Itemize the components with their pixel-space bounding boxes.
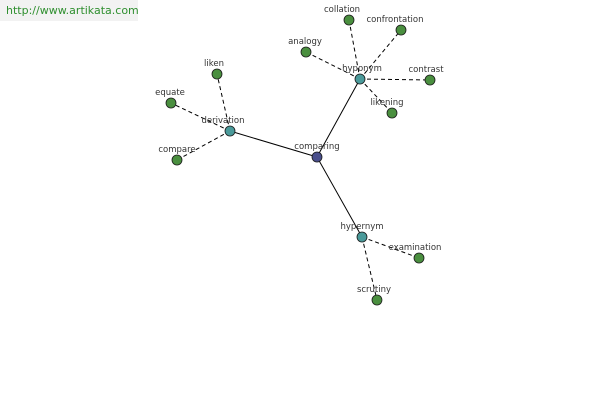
node-label-root[interactable]: comparing — [294, 142, 339, 152]
node-label-compare[interactable]: compare — [158, 145, 195, 155]
node-hypernym[interactable]: hypernym — [340, 222, 384, 243]
edge-hyponym-analogy — [305, 51, 361, 80]
edge-derivation-equate — [170, 102, 231, 132]
node-dot-confrontation[interactable] — [395, 24, 407, 36]
node-label-likening[interactable]: likening — [370, 98, 403, 108]
nodes: liken equate compare collation confrontation… — [155, 5, 444, 306]
edge-derivation-liken — [216, 73, 231, 132]
node-label-collation[interactable]: collation — [324, 5, 360, 15]
edge-hypernym-scrutiny — [361, 236, 378, 301]
node-dot-analogy[interactable] — [300, 46, 312, 58]
node-label-contrast[interactable]: contrast — [408, 65, 444, 75]
edge-root-derivation — [229, 130, 318, 158]
node-dot-compare[interactable] — [171, 154, 183, 166]
node-liken[interactable]: liken — [204, 59, 224, 80]
node-dot-equate[interactable] — [165, 97, 177, 109]
edges — [170, 19, 431, 301]
node-label-hypernym[interactable]: hypernym — [340, 222, 383, 232]
node-dot-likening[interactable] — [386, 107, 398, 119]
node-confrontation[interactable]: confrontation — [367, 15, 424, 36]
edge-root-hypernym — [316, 156, 363, 238]
node-hyponym[interactable]: hyponym — [342, 64, 382, 85]
edge-root-hyponym — [316, 78, 361, 158]
node-equate[interactable]: equate — [155, 88, 185, 109]
node-dot-scrutiny[interactable] — [371, 294, 383, 306]
node-label-equate[interactable]: equate — [155, 88, 185, 98]
edge-hyponym-likening — [359, 78, 393, 114]
node-label-liken[interactable]: liken — [204, 59, 224, 69]
site-url[interactable]: http://www.artikata.com — [6, 4, 139, 17]
node-label-confrontation[interactable]: confrontation — [367, 15, 424, 25]
node-label-derivation[interactable]: derivation — [201, 116, 244, 126]
node-label-examination[interactable]: examination — [389, 243, 442, 253]
node-label-hyponym[interactable]: hyponym — [342, 64, 382, 74]
node-dot-examination[interactable] — [413, 252, 425, 264]
node-dot-derivation[interactable] — [224, 125, 236, 137]
edge-hypernym-examination — [361, 236, 420, 259]
edge-hyponym-confrontation — [359, 29, 402, 80]
node-analogy[interactable]: analogy — [288, 37, 322, 58]
node-dot-collation[interactable] — [343, 14, 355, 26]
node-collation[interactable]: collation — [324, 5, 360, 26]
edge-hyponym-collation — [348, 19, 361, 80]
node-compare[interactable]: compare — [158, 145, 196, 166]
node-dot-hypernym[interactable] — [356, 231, 368, 243]
node-root[interactable]: comparing — [294, 142, 340, 163]
node-label-analogy[interactable]: analogy — [288, 37, 322, 47]
node-dot-contrast[interactable] — [424, 74, 436, 86]
node-dot-hyponym[interactable] — [354, 73, 366, 85]
node-dot-liken[interactable] — [211, 68, 223, 80]
node-scrutiny[interactable]: scrutiny — [357, 285, 391, 306]
url-banner: http://www.artikata.com — [0, 0, 139, 21]
node-contrast[interactable]: contrast — [408, 65, 444, 86]
node-label-scrutiny[interactable]: scrutiny — [357, 285, 391, 295]
node-derivation[interactable]: derivation — [201, 116, 245, 137]
node-dot-root[interactable] — [311, 151, 323, 163]
edge-derivation-compare — [176, 130, 231, 161]
node-likening[interactable]: likening — [370, 98, 404, 119]
edge-hyponym-contrast — [359, 78, 431, 81]
node-examination[interactable]: examination — [389, 243, 442, 264]
